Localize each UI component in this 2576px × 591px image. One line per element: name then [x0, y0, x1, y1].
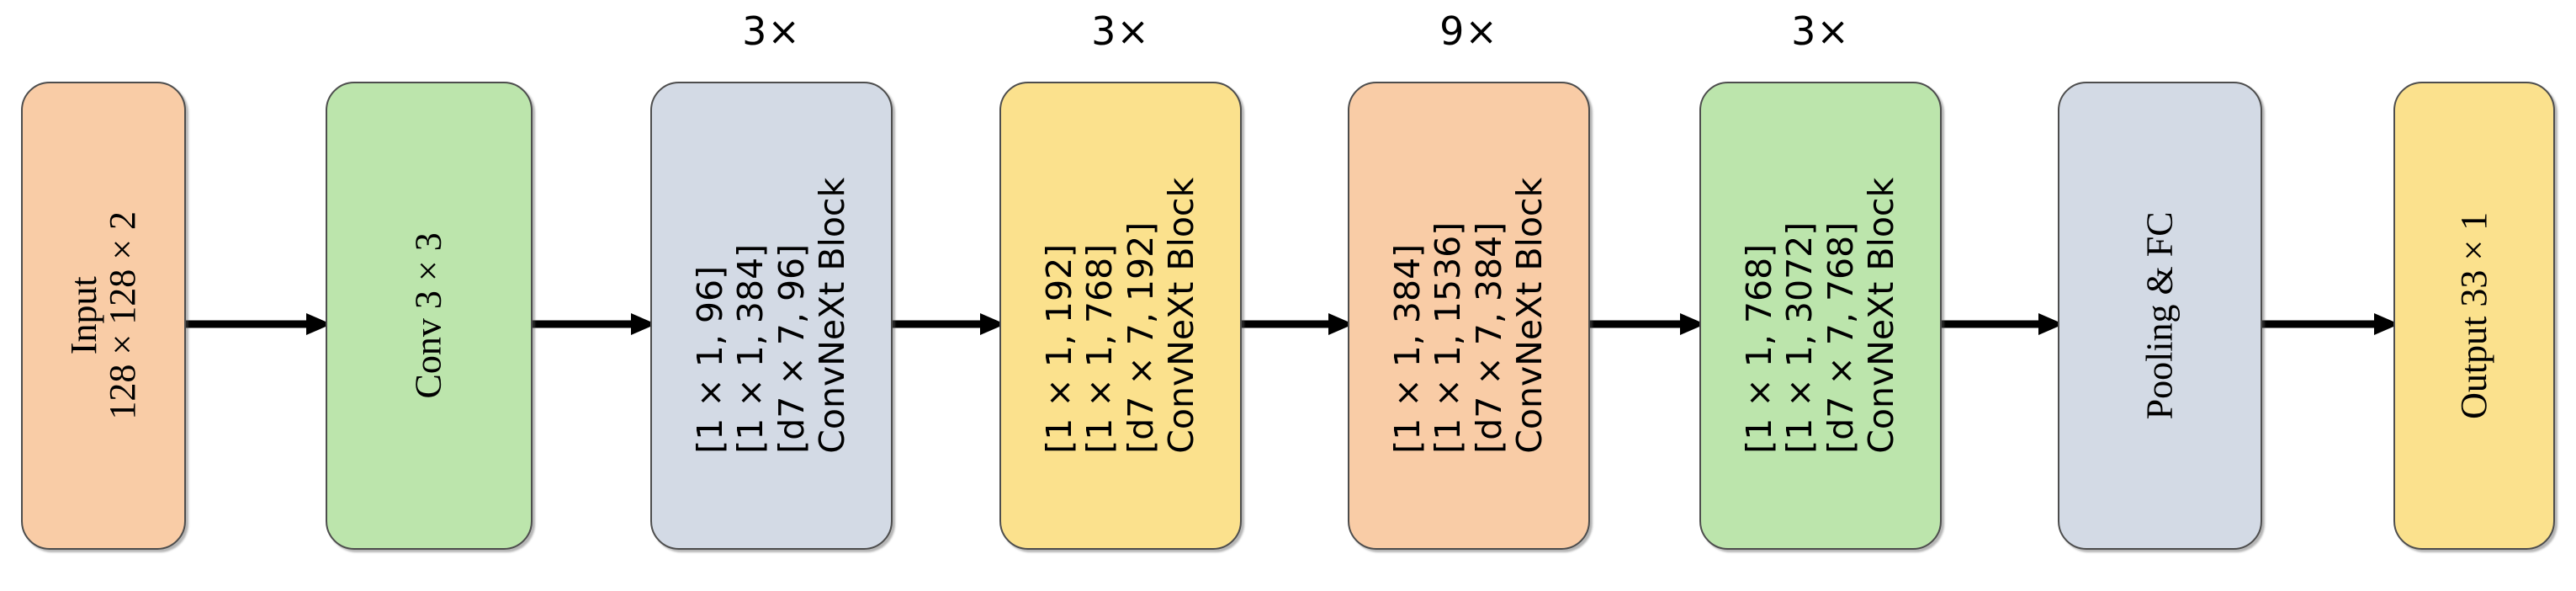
flow-arrow-convnext-stage-2-to-convnext-stage-3 [1235, 310, 1354, 338]
input-block-line-0: Input [63, 276, 105, 355]
conv-3x3-block-line-0: Conv 3 × 3 [408, 232, 450, 399]
convnext-block-768-line-1: [d7 × 7, 768] [1821, 222, 1862, 454]
output-block[interactable]: Output 33 × 1 [2393, 82, 2555, 550]
flow-arrow-input-to-conv3x3 [180, 310, 331, 338]
convnext-block-768-line-0: ConvNeXt Block [1861, 178, 1902, 454]
convnext-block-96-label: ConvNeXt Block[d7 × 7, 96][1 × 1, 384][1… [690, 178, 853, 454]
convnext-block-384-line-0: ConvNeXt Block [1509, 178, 1550, 454]
convnext-block-96-line-0: ConvNeXt Block [812, 178, 853, 454]
convnext-block-768-line-3: [1 × 1, 768] [1739, 244, 1780, 454]
convnext-block-768[interactable]: ConvNeXt Block[d7 × 7, 768][1 × 1, 3072]… [1699, 82, 1942, 550]
convnext-block-96-repeat-count: 3× [742, 8, 801, 54]
flow-arrow-convnext-stage-1-to-convnext-stage-2 [886, 310, 1005, 338]
pooling-and-fc-block-line-0: Pooling & FC [2139, 211, 2181, 420]
flow-arrow-convnext-stage-3-to-convnext-stage-4 [1584, 310, 1705, 338]
convnext-block-384-line-1: [d7 × 7, 384] [1469, 222, 1510, 454]
pooling-and-fc-block[interactable]: Pooling & FC [2058, 82, 2262, 550]
conv-3x3-block-label: Conv 3 × 3 [408, 232, 450, 399]
output-block-line-0: Output 33 × 1 [2453, 211, 2495, 420]
input-block-line-1: 128 × 128 × 2 [102, 211, 144, 420]
convnext-block-192-label: ConvNeXt Block[d7 × 7, 192][1 × 1, 768][… [1039, 178, 1202, 454]
convnext-block-96[interactable]: ConvNeXt Block[d7 × 7, 96][1 × 1, 384][1… [650, 82, 893, 550]
flow-arrow-convnext-stage-4-to-pooling-fc [1936, 310, 2064, 338]
convnext-block-192-repeat-count: 3× [1091, 8, 1150, 54]
convnext-block-96-line-3: [1 × 1, 96] [690, 266, 731, 454]
convnext-block-768-label: ConvNeXt Block[d7 × 7, 768][1 × 1, 3072]… [1739, 178, 1902, 454]
convnext-block-768-repeat-count: 3× [1791, 8, 1850, 54]
convnext-block-384-line-3: [1 × 1, 384] [1387, 244, 1428, 454]
convnext-block-384-repeat-count: 9× [1439, 8, 1498, 54]
convnext-block-96-line-1: [d7 × 7, 96] [771, 244, 813, 454]
flow-arrow-conv3x3-to-convnext-stage-1 [527, 310, 656, 338]
convnext-block-192-line-0: ConvNeXt Block [1161, 178, 1202, 454]
convnext-block-192[interactable]: ConvNeXt Block[d7 × 7, 192][1 × 1, 768][… [999, 82, 1242, 550]
convnext-block-384-line-2: [1 × 1, 1536] [1428, 221, 1469, 454]
flow-arrow-pooling-fc-to-output [2256, 310, 2399, 338]
output-block-label: Output 33 × 1 [2453, 211, 2495, 420]
conv-3x3-block[interactable]: Conv 3 × 3 [326, 82, 533, 550]
pooling-and-fc-block-label: Pooling & FC [2139, 211, 2181, 420]
convnext-block-192-line-2: [1 × 1, 768] [1079, 244, 1121, 454]
convnext-block-384-label: ConvNeXt Block[d7 × 7, 384][1 × 1, 1536]… [1387, 178, 1550, 454]
convnext-block-192-line-1: [d7 × 7, 192] [1121, 222, 1162, 454]
convnext-block-96-line-2: [1 × 1, 384] [730, 244, 771, 454]
convnext-block-192-line-3: [1 × 1, 192] [1039, 244, 1080, 454]
convnext-block-384[interactable]: ConvNeXt Block[d7 × 7, 384][1 × 1, 1536]… [1348, 82, 1590, 550]
convnext-block-768-line-2: [1 × 1, 3072] [1779, 221, 1821, 454]
